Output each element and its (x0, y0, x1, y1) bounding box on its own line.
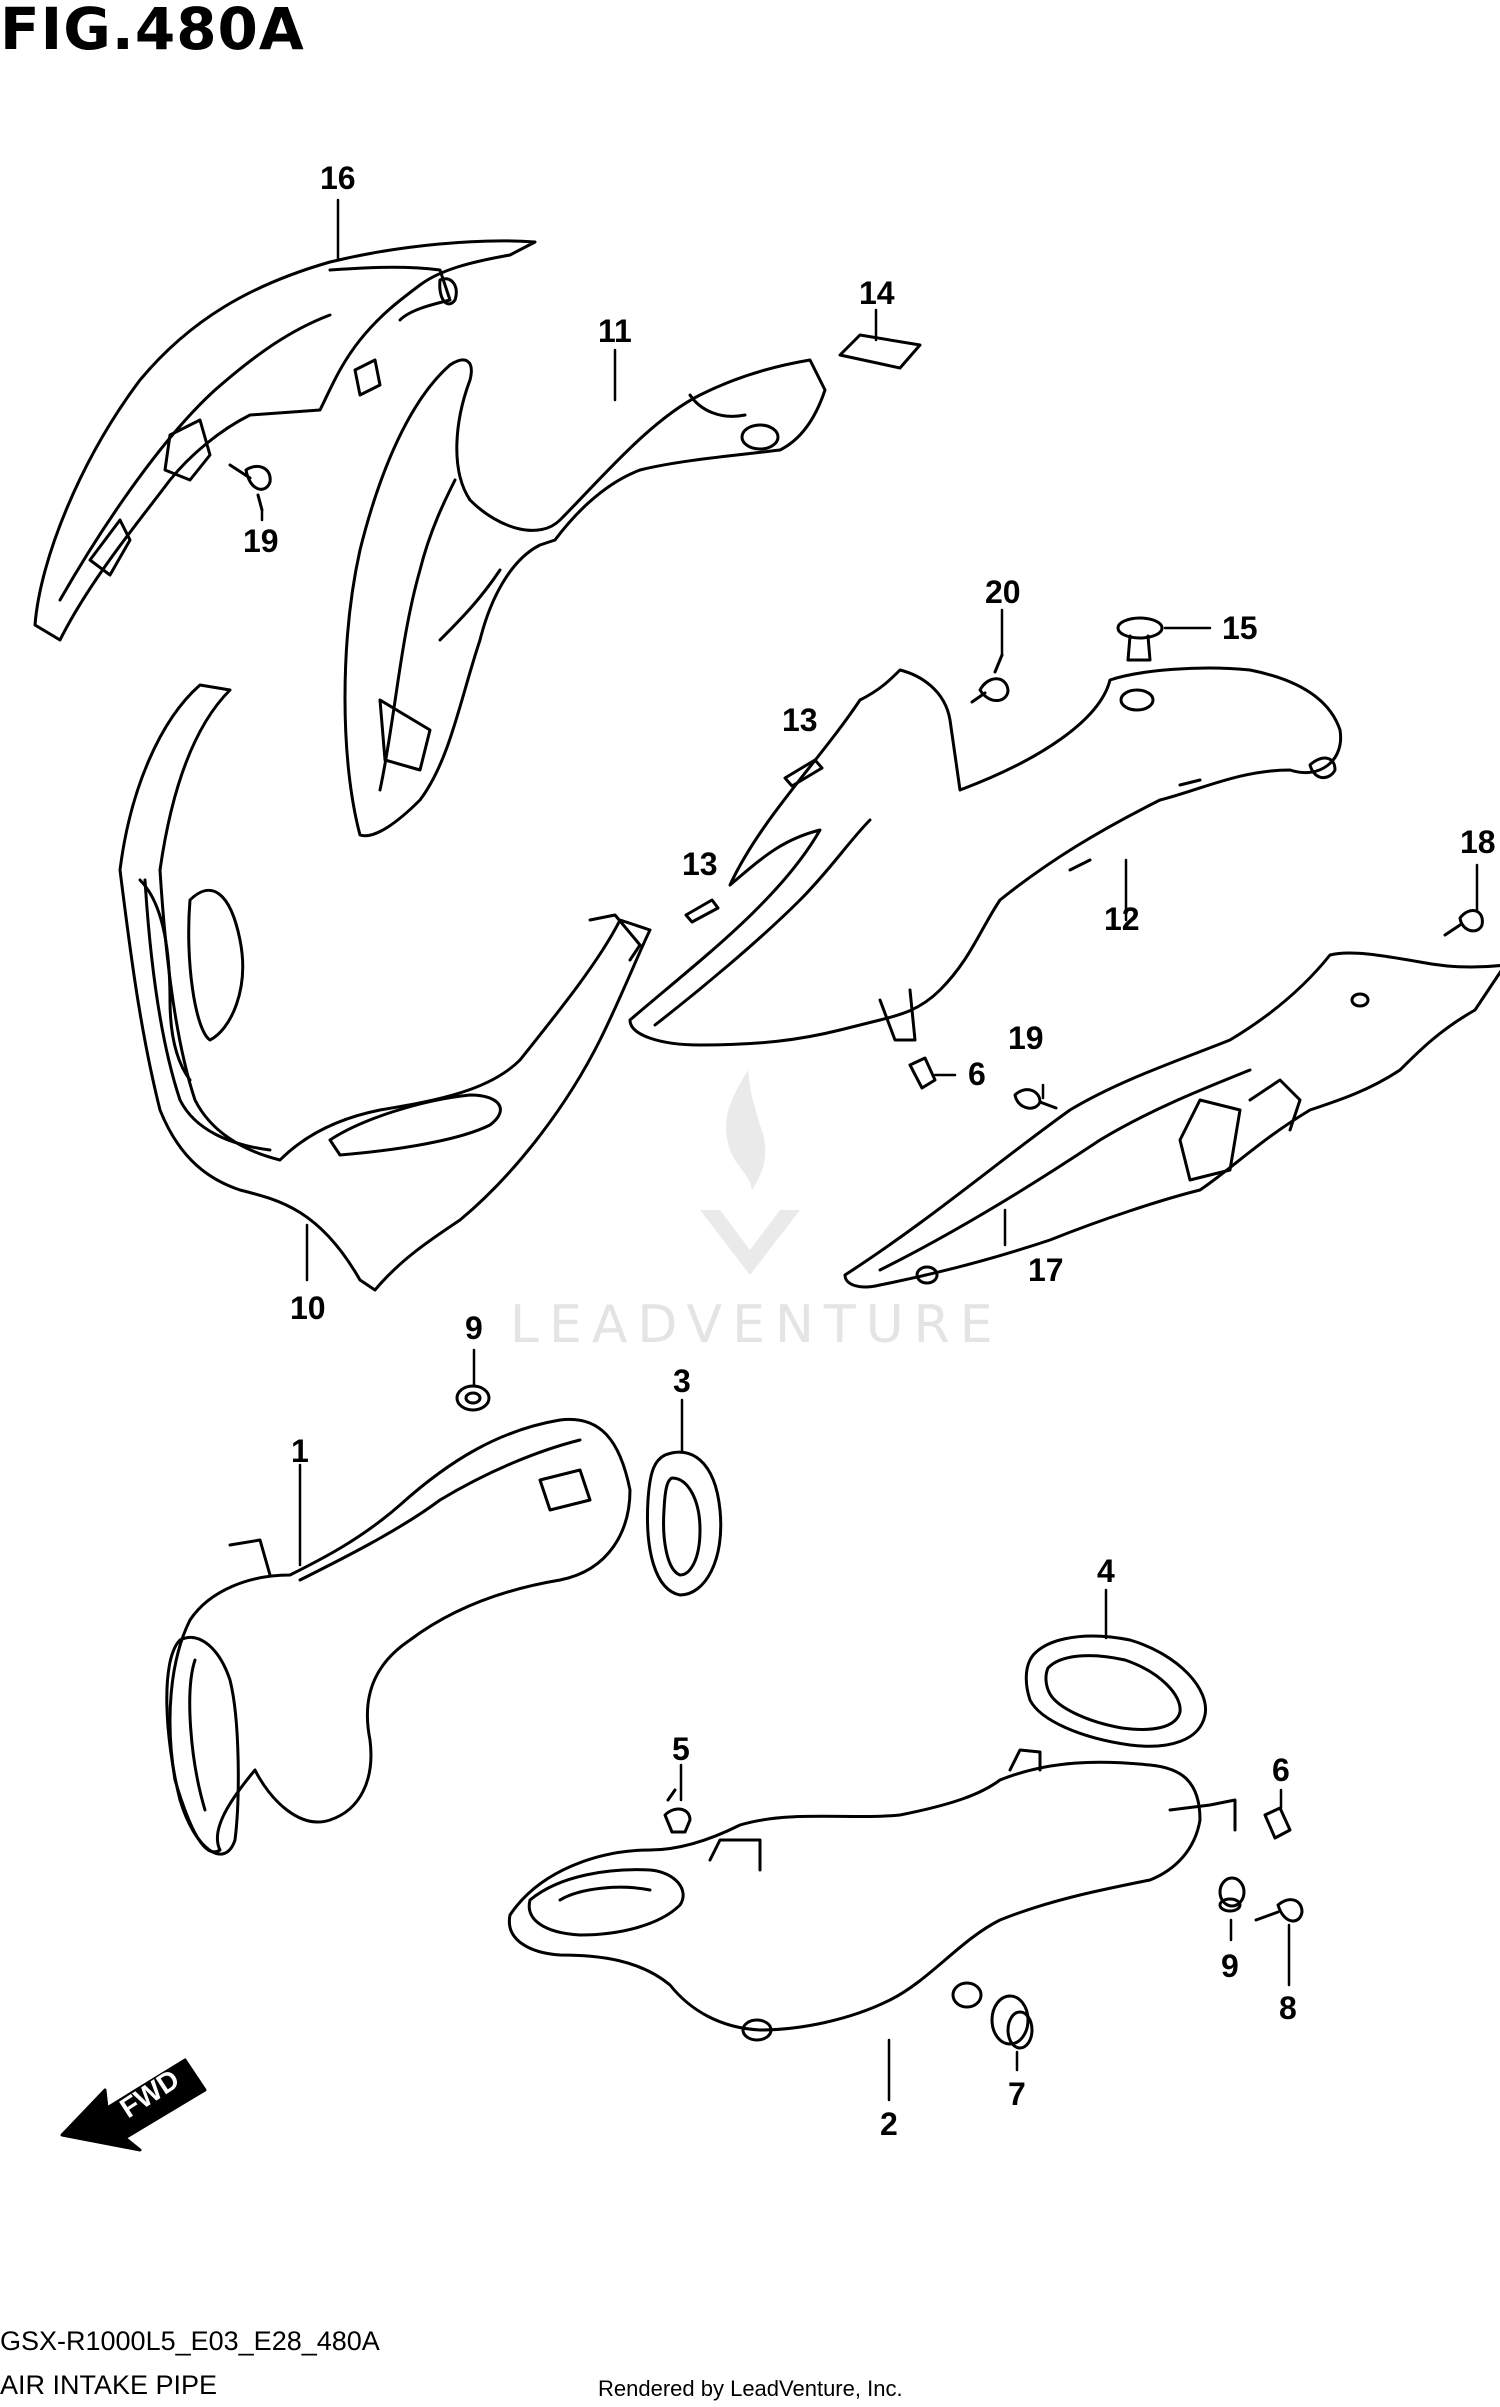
model-code: GSX-R1000L5_E03_E28_480A (0, 2326, 380, 2356)
figure-title: FIG.480A (0, 0, 305, 63)
callout-9b: 9 (1221, 1948, 1239, 1984)
part-16-inner-cowl (33, 239, 537, 642)
part-17-lower-cowl (843, 951, 1500, 1289)
callout-20: 20 (985, 574, 1021, 610)
part-20-screw (970, 653, 1010, 704)
part-18-screw (1443, 909, 1484, 937)
callout-12: 12 (1104, 901, 1140, 937)
callout-7: 7 (1008, 2076, 1026, 2112)
callout-8: 8 (1279, 1990, 1297, 2026)
callout-5: 5 (672, 1731, 690, 1767)
part-5-clip (663, 1788, 692, 1834)
callout-16: 16 (320, 160, 356, 196)
callout-11: 11 (598, 313, 632, 349)
leader-lines (260, 198, 1479, 2102)
part-4-seal (1024, 1634, 1208, 1748)
part-6b-nut (1263, 1806, 1292, 1840)
part-8-bolt (1254, 1898, 1304, 1923)
callout-14: 14 (859, 275, 895, 311)
part-9b-washer (1218, 1876, 1246, 1913)
part-14-sticker (838, 333, 922, 370)
part-12-side-panel (628, 666, 1343, 1047)
part-6a-nut (908, 1056, 937, 1090)
part-9a-washer (455, 1384, 491, 1412)
render-credit: Rendered by LeadVenture, Inc. (598, 2376, 903, 2401)
fwd-arrow-icon (60, 2058, 207, 2152)
callout-3: 3 (673, 1363, 691, 1399)
callout-4: 4 (1097, 1553, 1115, 1589)
part-13a-sticker (783, 758, 824, 788)
callout-13a: 13 (782, 702, 818, 738)
callout-15: 15 (1222, 610, 1258, 646)
part-10-frame (118, 683, 652, 1292)
callout-19b: 19 (1008, 1020, 1044, 1056)
watermark-logo-icon (690, 1060, 810, 1280)
part-11-inner-panel (343, 358, 827, 838)
callout-19a: 19 (243, 523, 279, 559)
part-2-right-intake-pipe (507, 1748, 1237, 2042)
callout-17: 17 (1028, 1252, 1064, 1288)
callout-9a: 9 (465, 1310, 483, 1346)
callout-6a: 6 (968, 1056, 986, 1092)
callout-6b: 6 (1272, 1752, 1290, 1788)
part-15-clip (1116, 616, 1164, 662)
part-3-seal (646, 1450, 723, 1597)
part-1-left-intake-pipe (165, 1417, 632, 1856)
callout-10: 10 (290, 1290, 326, 1326)
callout-1: 1 (291, 1433, 309, 1469)
part-13b-sticker (684, 898, 720, 924)
watermark-text: LEADVENTURE (510, 1295, 1003, 1355)
callout-18: 18 (1460, 824, 1496, 860)
section-name: AIR INTAKE PIPE (0, 2370, 218, 2400)
callout-13b: 13 (682, 846, 718, 882)
part-19b-screw (1013, 1088, 1058, 1110)
part-7-grommet (990, 1994, 1034, 2050)
part-19a-screw (228, 463, 272, 512)
callout-2: 2 (880, 2106, 898, 2142)
